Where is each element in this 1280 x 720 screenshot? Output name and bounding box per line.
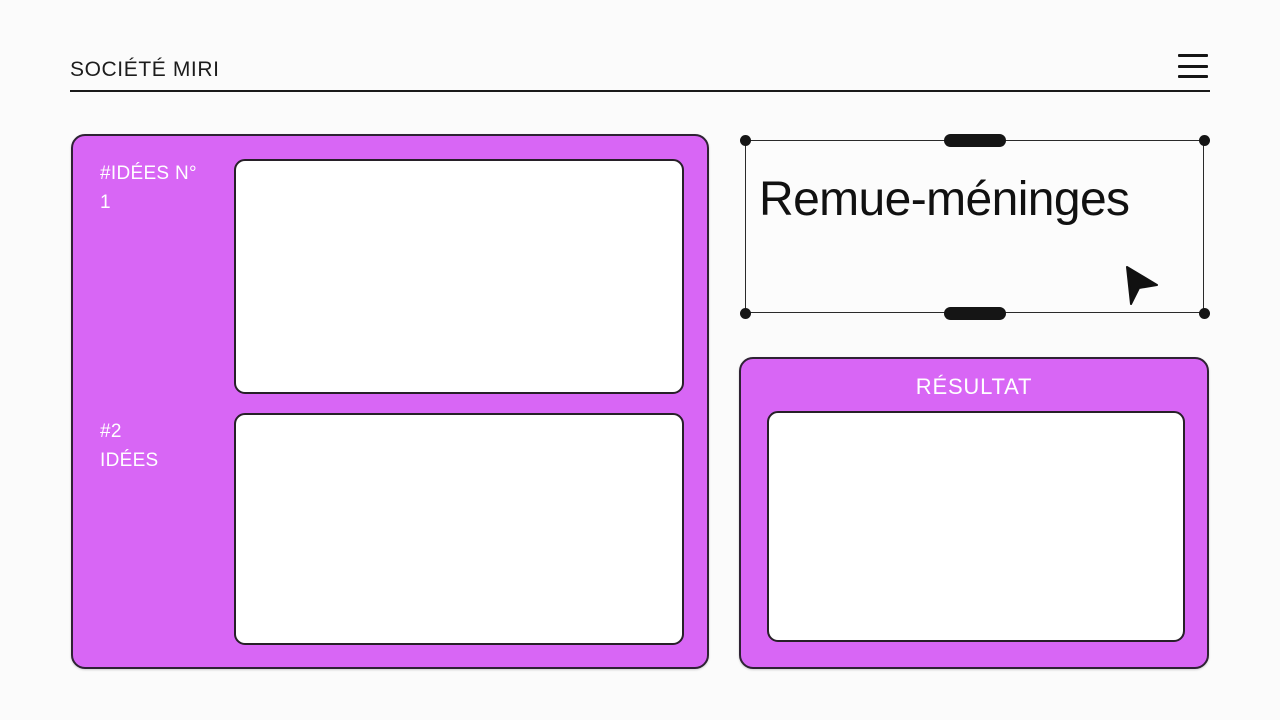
result-card[interactable]: RÉSULTAT: [739, 357, 1209, 669]
page-title: SOCIÉTÉ MIRI: [70, 58, 220, 81]
selection-frame: [745, 140, 1204, 313]
resize-handle-top-right[interactable]: [1198, 134, 1210, 146]
resize-handle-bottom-right[interactable]: [1198, 307, 1210, 319]
title-text-object[interactable]: Remue-méninges: [739, 133, 1210, 320]
result-card-label: RÉSULTAT: [915, 374, 1033, 399]
resize-handle-top-center[interactable]: [943, 133, 1006, 147]
ideas-section-1-label: #IDÉES N° 1: [100, 163, 197, 213]
page-header: SOCIÉTÉ MIRI: [70, 40, 1210, 92]
ideas-card[interactable]: #IDÉES N° 1 #2 IDÉES: [71, 134, 709, 669]
ideas-section-2-content[interactable]: [234, 413, 684, 645]
menu-bar-top: [1178, 54, 1208, 57]
title-text-label: Remue-méninges: [759, 173, 1130, 226]
resize-handle-top-left[interactable]: [739, 134, 751, 146]
result-card-content[interactable]: [767, 411, 1185, 642]
ideas-section-2-label: #2 IDÉES: [100, 421, 159, 471]
resize-handle-bottom-left[interactable]: [739, 307, 751, 319]
menu-bar-bottom: [1178, 75, 1208, 78]
ideas-section-1-content[interactable]: [234, 159, 684, 394]
resize-handle-bottom-center[interactable]: [943, 306, 1006, 320]
hamburger-menu-icon[interactable]: [1178, 54, 1208, 78]
menu-bar-middle: [1178, 64, 1208, 68]
